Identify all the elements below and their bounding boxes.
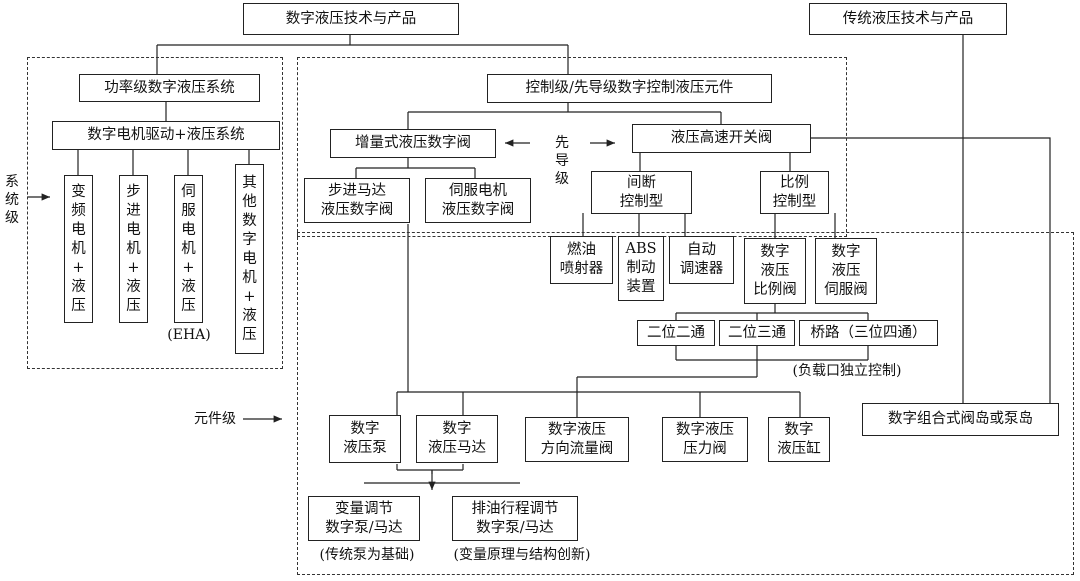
variable-pump-node: 变量调节 数字泵/马达 xyxy=(308,496,420,541)
connector-control xyxy=(407,101,722,130)
digital-tech-node: 数字液压技术与产品 xyxy=(243,3,459,35)
two-position-two-way-node: 二位二通 xyxy=(637,320,715,346)
hs-switch-valve-node: 液压高速开关阀 xyxy=(632,124,811,153)
auto-governor-node: 自动 调速器 xyxy=(669,236,734,284)
stepper-motor-node: 步 进 电 机 + 液 压 xyxy=(119,175,148,323)
pilot-level-label: 先 导 级 xyxy=(555,135,569,187)
digital-proportional-valve-node: 数字 液压 比例阀 xyxy=(744,238,806,304)
traditional-tech-node: 传统液压技术与产品 xyxy=(809,3,1007,35)
bridge-node: 桥路（三位四通） xyxy=(799,320,938,346)
connector-island xyxy=(810,33,1051,405)
motor-drive-node: 数字电机驱动+液压系统 xyxy=(52,121,280,150)
connector-incremental xyxy=(355,157,476,180)
incremental-valve-node: 增量式液压数字阀 xyxy=(330,129,496,158)
connector-hs-switch xyxy=(639,151,791,173)
pressure-valve-node: 数字液压 压力阀 xyxy=(662,417,748,462)
servo-valve-node: 伺服电机 液压数字阀 xyxy=(425,178,531,223)
two-position-three-way-node: 二位三通 xyxy=(719,320,795,346)
abs-node: ABS 制动 装置 xyxy=(618,236,664,301)
component-level-label: 元件级 xyxy=(194,411,236,427)
proportional-node: 比例 控制型 xyxy=(760,171,829,214)
valve-island-node: 数字组合式阀岛或泵岛 xyxy=(862,403,1059,436)
other-motor-node: 其 他 数 字 电 机 + 液 压 xyxy=(235,164,264,354)
servo-motor-node: 伺 服 电 机 + 液 压 xyxy=(174,175,203,323)
connector-proportional xyxy=(774,213,836,240)
connector-component xyxy=(396,224,801,419)
stroke-pump-node: 排油行程调节 数字泵/马达 xyxy=(452,496,578,541)
component-level-zone xyxy=(297,232,1074,575)
connector-innovation xyxy=(364,464,520,484)
connector-load-port xyxy=(576,346,869,419)
fuel-injector-node: 燃油 喷射器 xyxy=(550,236,613,284)
control-level-node: 控制级/先导级数字控制液压元件 xyxy=(487,74,772,103)
eha-label: (EHA) xyxy=(167,327,211,343)
power-system-node: 功率级数字液压系统 xyxy=(79,74,260,102)
connector-intermittent xyxy=(582,213,686,238)
digital-servo-valve-node: 数字 液压 伺服阀 xyxy=(815,238,877,304)
system-level-zone xyxy=(27,57,283,369)
load-port-label: (负载口独立控制) xyxy=(792,363,902,379)
innovation-label: (变量原理与结构创新) xyxy=(453,547,591,563)
cylinder-node: 数字 液压缸 xyxy=(768,417,830,462)
system-level-label: 系 统 级 xyxy=(5,174,19,226)
digital-motor-node: 数字 液压马达 xyxy=(416,415,498,463)
directional-flow-valve-node: 数字液压 方向流量阀 xyxy=(525,417,629,462)
connector-motor-drive xyxy=(77,148,250,177)
connector-top xyxy=(156,33,569,76)
traditional-basis-label: (传统泵为基础) xyxy=(319,547,415,563)
intermittent-node: 间断 控制型 xyxy=(591,171,692,214)
connector-switch-types xyxy=(675,304,869,320)
vfd-motor-node: 变 频 电 机 + 液 压 xyxy=(64,175,93,323)
stepper-valve-node: 步进马达 液压数字阀 xyxy=(304,178,410,223)
digital-pump-node: 数字 液压泵 xyxy=(329,415,401,463)
